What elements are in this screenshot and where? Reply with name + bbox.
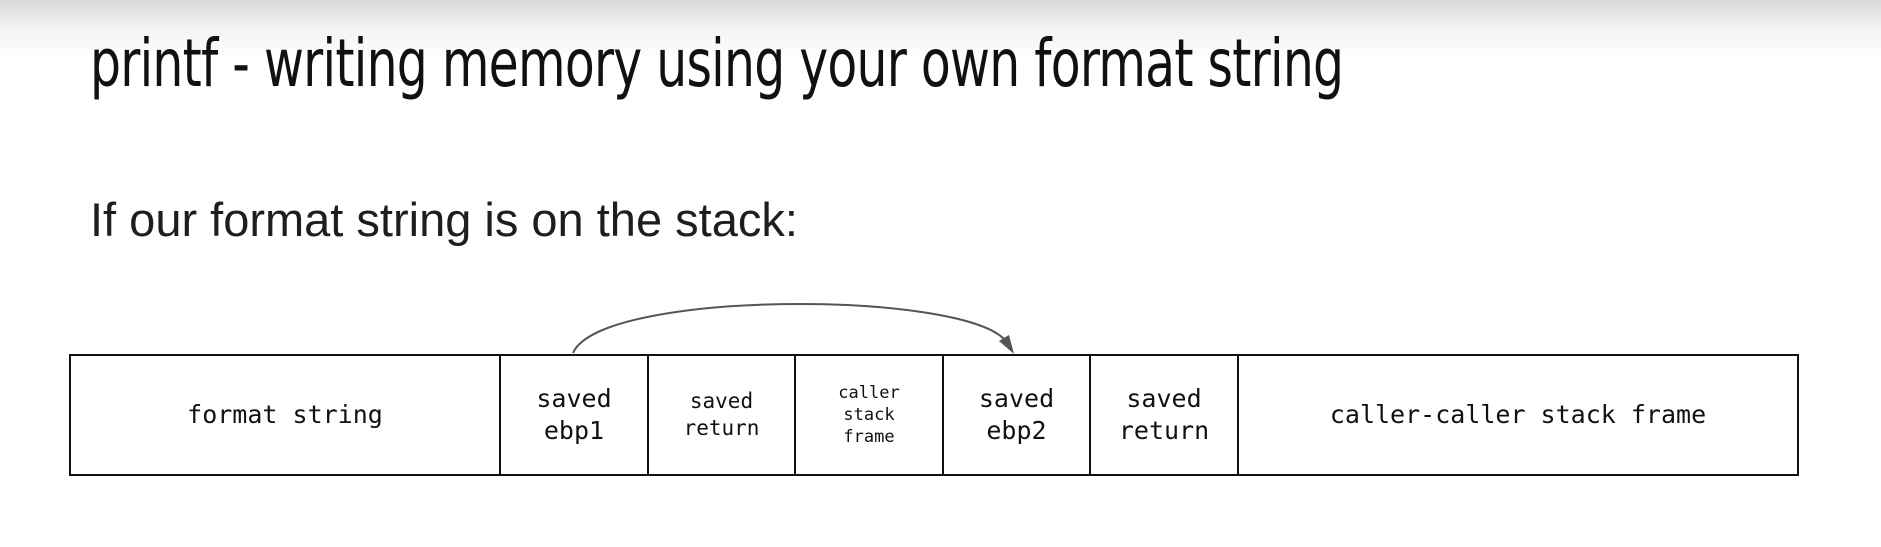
stack-cell-saved-return-2: saved return (1089, 356, 1237, 474)
stack-diagram: format string saved ebp1 saved return ca… (69, 354, 1799, 476)
stack-cell-saved-ebp2: saved ebp2 (942, 356, 1089, 474)
stack-cell-caller-stack-frame: caller stack frame (794, 356, 942, 474)
pointer-arc (572, 302, 1006, 354)
stack-cell-saved-ebp1: saved ebp1 (499, 356, 647, 474)
slide-title: printf - writing memory using your own f… (90, 25, 1344, 102)
slide-subtitle: If our format string is on the stack: (90, 193, 798, 246)
stack-cell-format-string: format string (187, 400, 383, 429)
stack-cell-caller-caller-stack-frame: caller-caller stack frame (1237, 356, 1797, 474)
arrow-head-icon (999, 335, 1014, 354)
stack-cell-saved-return-1: saved return (647, 356, 794, 474)
